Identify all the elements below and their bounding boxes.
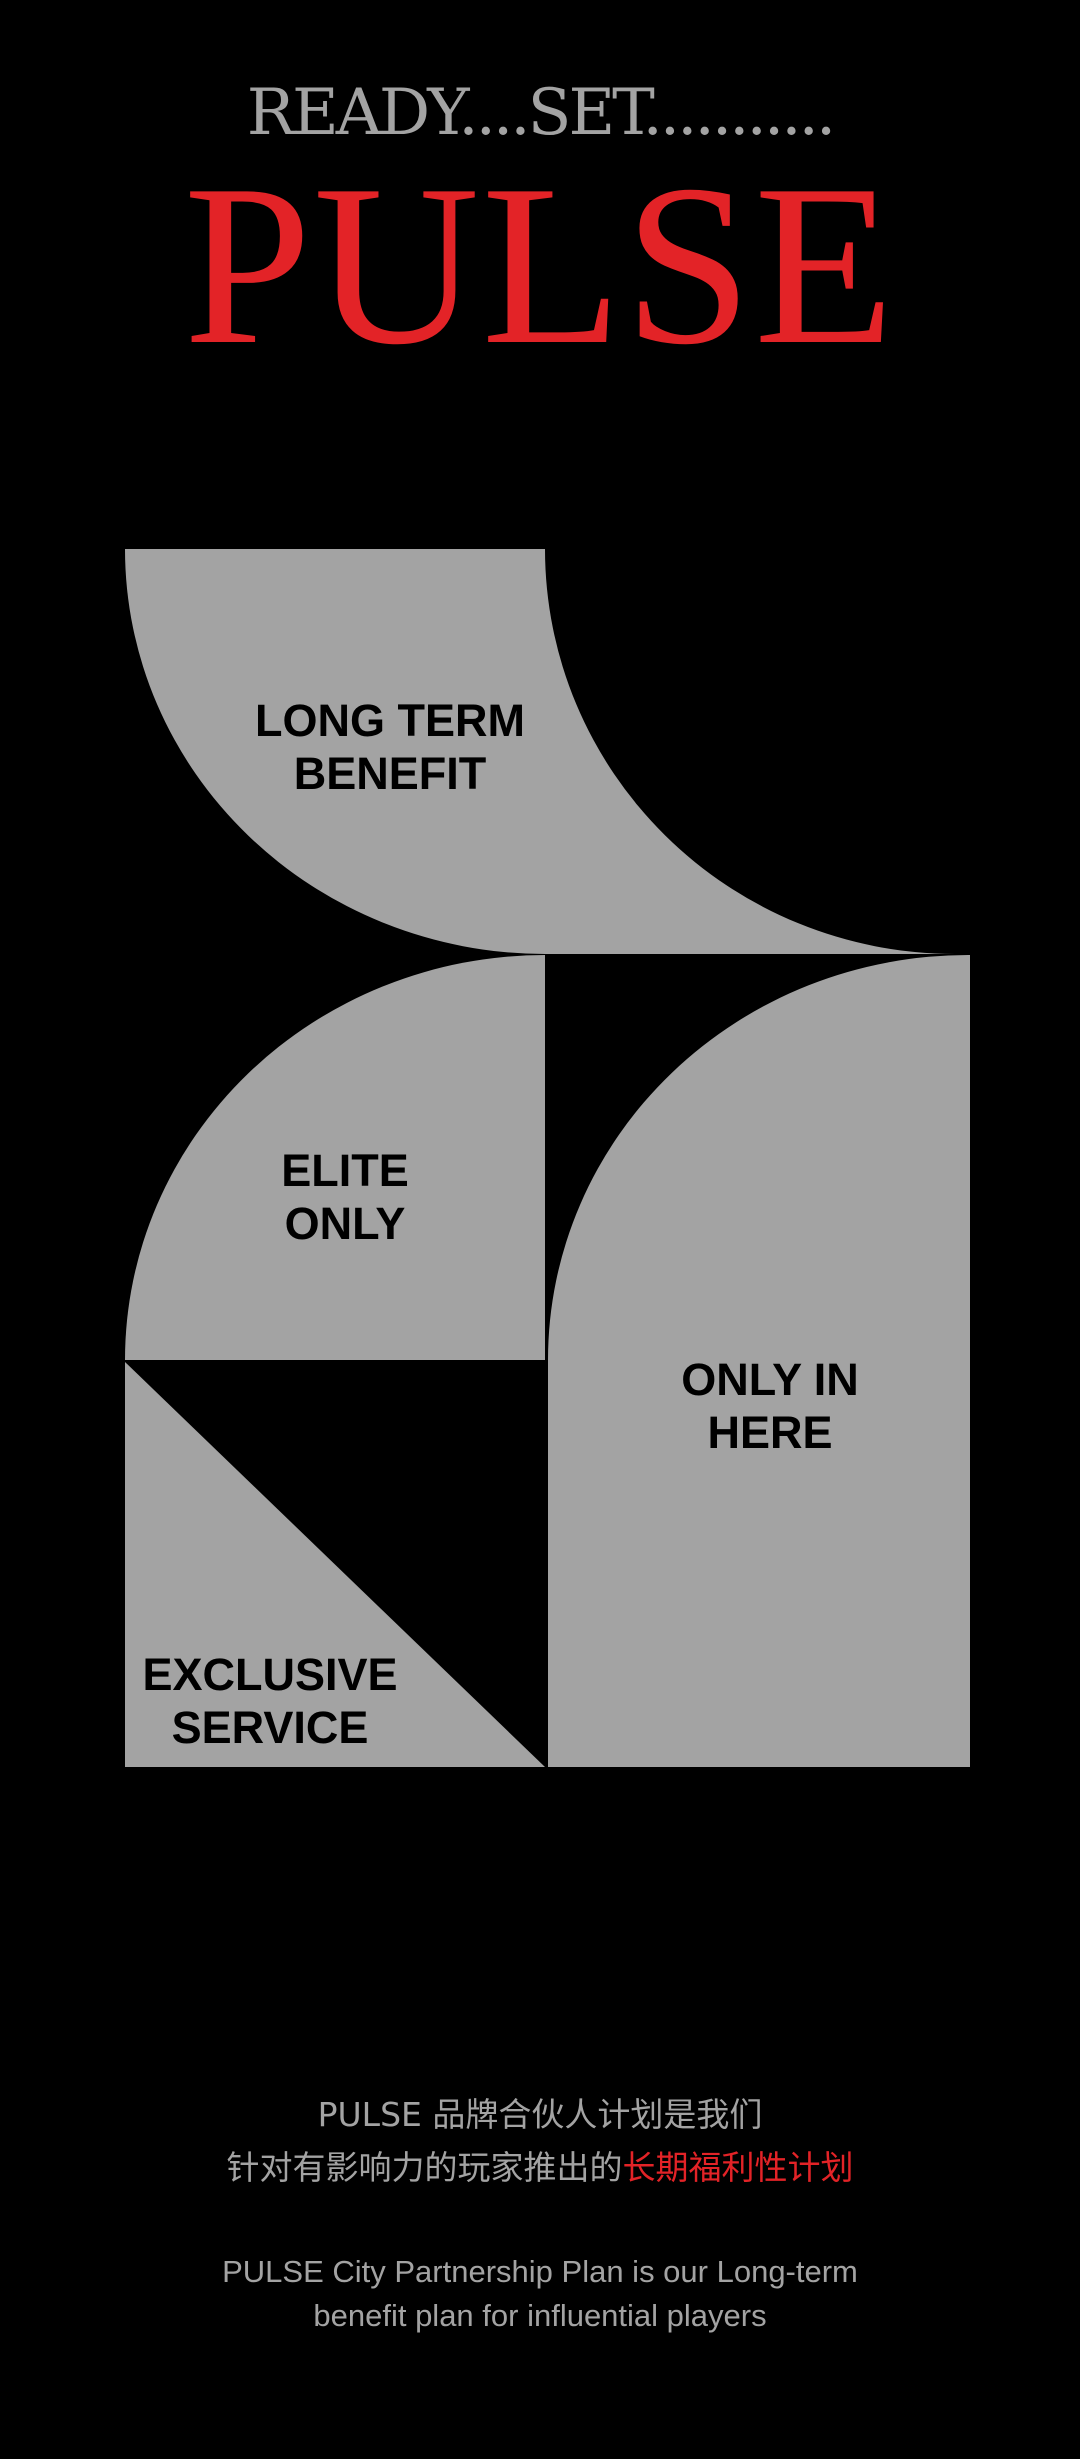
exclusive-service-label: EXCLUSIVE SERVICE — [120, 1648, 420, 1754]
tagline: READY....SET........... — [246, 76, 836, 150]
only-in-line2: HERE — [707, 1407, 833, 1458]
only-in-here-shape — [548, 954, 970, 1767]
elite-line1: ELITE — [281, 1145, 409, 1196]
exclusive-line2: SERVICE — [171, 1702, 369, 1753]
description-en-line2: benefit plan for influential players — [313, 2298, 767, 2333]
exclusive-shape — [125, 1362, 545, 1767]
only-in-here-label: ONLY IN HERE — [595, 1353, 945, 1459]
description-cn-line1: PULSE 品牌合伙人计划是我们 — [317, 2095, 763, 2134]
long-term-line1: LONG TERM — [255, 695, 525, 746]
long-term-shape — [125, 549, 955, 954]
pulse-logo: PULSE — [183, 137, 897, 392]
elite-only-label: ELITE ONLY — [195, 1144, 495, 1250]
description-cn-line2: 针对有影响力的玩家推出的长期福利性计划 — [0, 2142, 1080, 2194]
exclusive-line1: EXCLUSIVE — [142, 1649, 398, 1700]
elite-line2: ONLY — [284, 1198, 406, 1249]
description-en-line1: PULSE City Partnership Plan is our Long-… — [222, 2254, 858, 2289]
only-in-line1: ONLY IN — [681, 1354, 859, 1405]
description-cn-plain: 针对有影响力的玩家推出的 — [226, 2148, 623, 2187]
long-term-line2: BENEFIT — [293, 748, 487, 799]
elite-shape — [125, 955, 545, 1360]
description-cn-highlight: 长期福利性计划 — [622, 2148, 854, 2187]
long-term-benefit-label: LONG TERM BENEFIT — [190, 694, 590, 800]
